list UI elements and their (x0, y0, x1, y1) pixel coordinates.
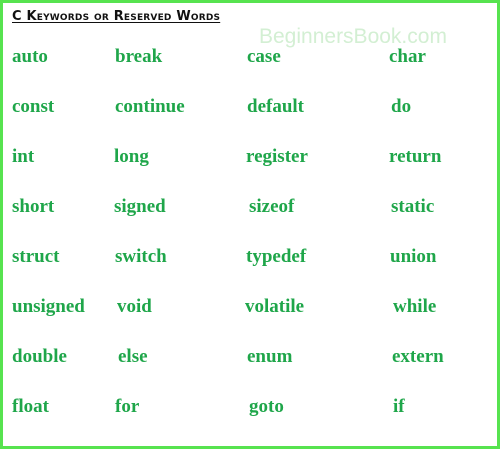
keyword: if (393, 396, 405, 417)
keyword: enum (247, 346, 293, 367)
page-title: C Keywords or Reserved Words (12, 9, 221, 24)
keyword: for (115, 396, 140, 417)
keyword: typedef (246, 246, 307, 267)
keyword: int (12, 146, 35, 167)
keyword: unsigned (12, 296, 85, 317)
watermark: BeginnersBook.com (259, 25, 447, 48)
keyword: switch (115, 246, 167, 267)
keyword: auto (12, 46, 48, 67)
keyword: break (115, 46, 163, 67)
keyword: continue (115, 96, 185, 117)
keyword: void (117, 296, 152, 317)
keyword: case (247, 46, 281, 67)
keyword: double (12, 346, 67, 367)
keyword: volatile (245, 296, 305, 317)
keyword: default (247, 96, 304, 117)
keyword: do (391, 96, 412, 117)
keyword: char (389, 46, 426, 67)
keyword: float (12, 396, 49, 417)
keyword: signed (114, 196, 166, 217)
keyword: else (118, 346, 148, 367)
keyword: const (12, 96, 55, 117)
keyword: register (246, 146, 308, 167)
keyword: long (114, 146, 149, 167)
keyword: extern (392, 346, 444, 367)
keyword: goto (249, 396, 284, 417)
keyword: static (391, 196, 435, 217)
keyword: return (389, 146, 442, 167)
keyword: sizeof (249, 196, 295, 217)
keyword: struct (12, 246, 60, 267)
keyword: union (390, 246, 437, 267)
keyword: short (12, 196, 55, 217)
keyword: while (393, 296, 437, 317)
